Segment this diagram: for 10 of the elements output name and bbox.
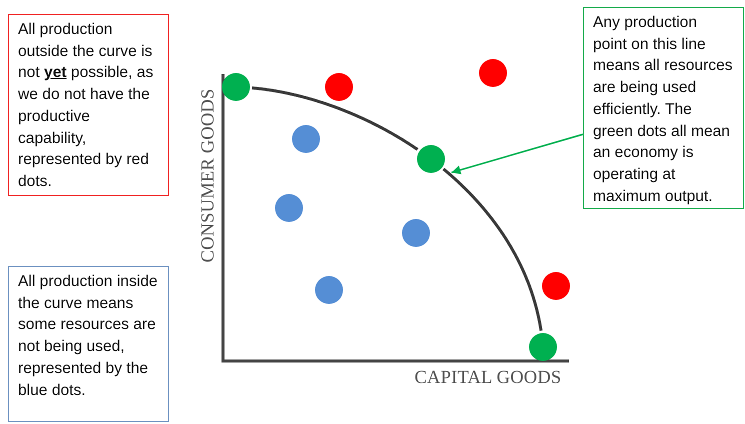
ppf-curve	[250, 86, 543, 332]
note-text: All production outside the curve is not yet possible, as we do not have the productive capability, represented by red dots.	[18, 20, 154, 192]
axis-label: CAPITAL GOODS	[414, 368, 562, 388]
arrow	[451, 134, 584, 174]
note-text: Any production point on this line means all resources are being used efficiently. The green dots all mean an economy is operating at maximum output.	[593, 13, 734, 207]
note-panel	[8, 266, 169, 422]
note-panel	[8, 14, 169, 196]
note-panel	[583, 7, 744, 209]
axis-label: CONSUMER GOODS	[198, 88, 220, 262]
note-text: All production inside the curve means some resources are not being used, represented by the blue dots.	[18, 272, 159, 401]
